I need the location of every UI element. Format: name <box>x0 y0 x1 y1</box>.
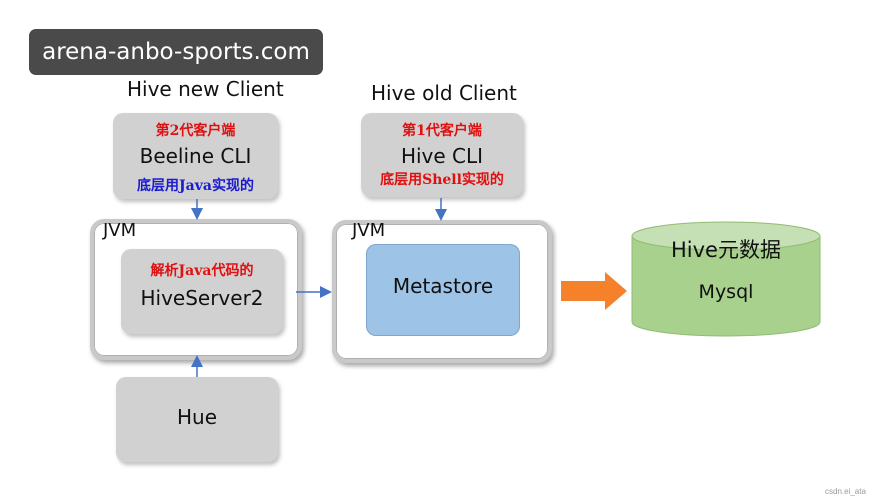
beeline-cli-label: Beeline CLI <box>139 144 252 168</box>
database-title: Hive元数据 <box>671 238 781 262</box>
watermark: csdn.ei_ata <box>825 487 866 496</box>
hiveserver2-caption-red: 解析Java代码的 <box>150 263 254 279</box>
hive-cli-box: 第1代客户端 Hive CLI 底层用Shell实现的 <box>361 113 523 197</box>
jvm-left-label: JVM <box>103 220 137 241</box>
database-name: Mysql <box>698 281 754 303</box>
new-client-title: Hive new Client <box>127 77 284 101</box>
hiveserver2-box: 解析Java代码的 HiveServer2 <box>121 249 283 334</box>
beeline-cli-box: 第2代客户端 Beeline CLI 底层用Java实现的 <box>113 113 278 199</box>
beeline-caption-blue: 底层用Java实现的 <box>137 178 254 194</box>
hue-label: Hue <box>176 405 218 429</box>
mysql-database-cylinder <box>631 221 821 337</box>
hive-cli-label: Hive CLI <box>400 144 484 168</box>
metastore-box: Metastore <box>366 244 520 336</box>
hive-cli-caption-red: 第1代客户端 <box>402 123 482 139</box>
metastore-label: Metastore <box>392 274 494 298</box>
arrow-metastore-to-mysql <box>561 272 627 310</box>
site-banner: arena-anbo-sports.com <box>29 29 323 75</box>
hiveserver2-label: HiveServer2 <box>140 286 264 310</box>
hive-cli-caption-red2: 底层用Shell实现的 <box>380 172 504 188</box>
old-client-title: Hive old Client <box>371 81 517 105</box>
hue-box: Hue <box>116 377 278 462</box>
jvm-right-label: JVM <box>352 220 386 241</box>
beeline-caption-red: 第2代客户端 <box>155 123 236 139</box>
